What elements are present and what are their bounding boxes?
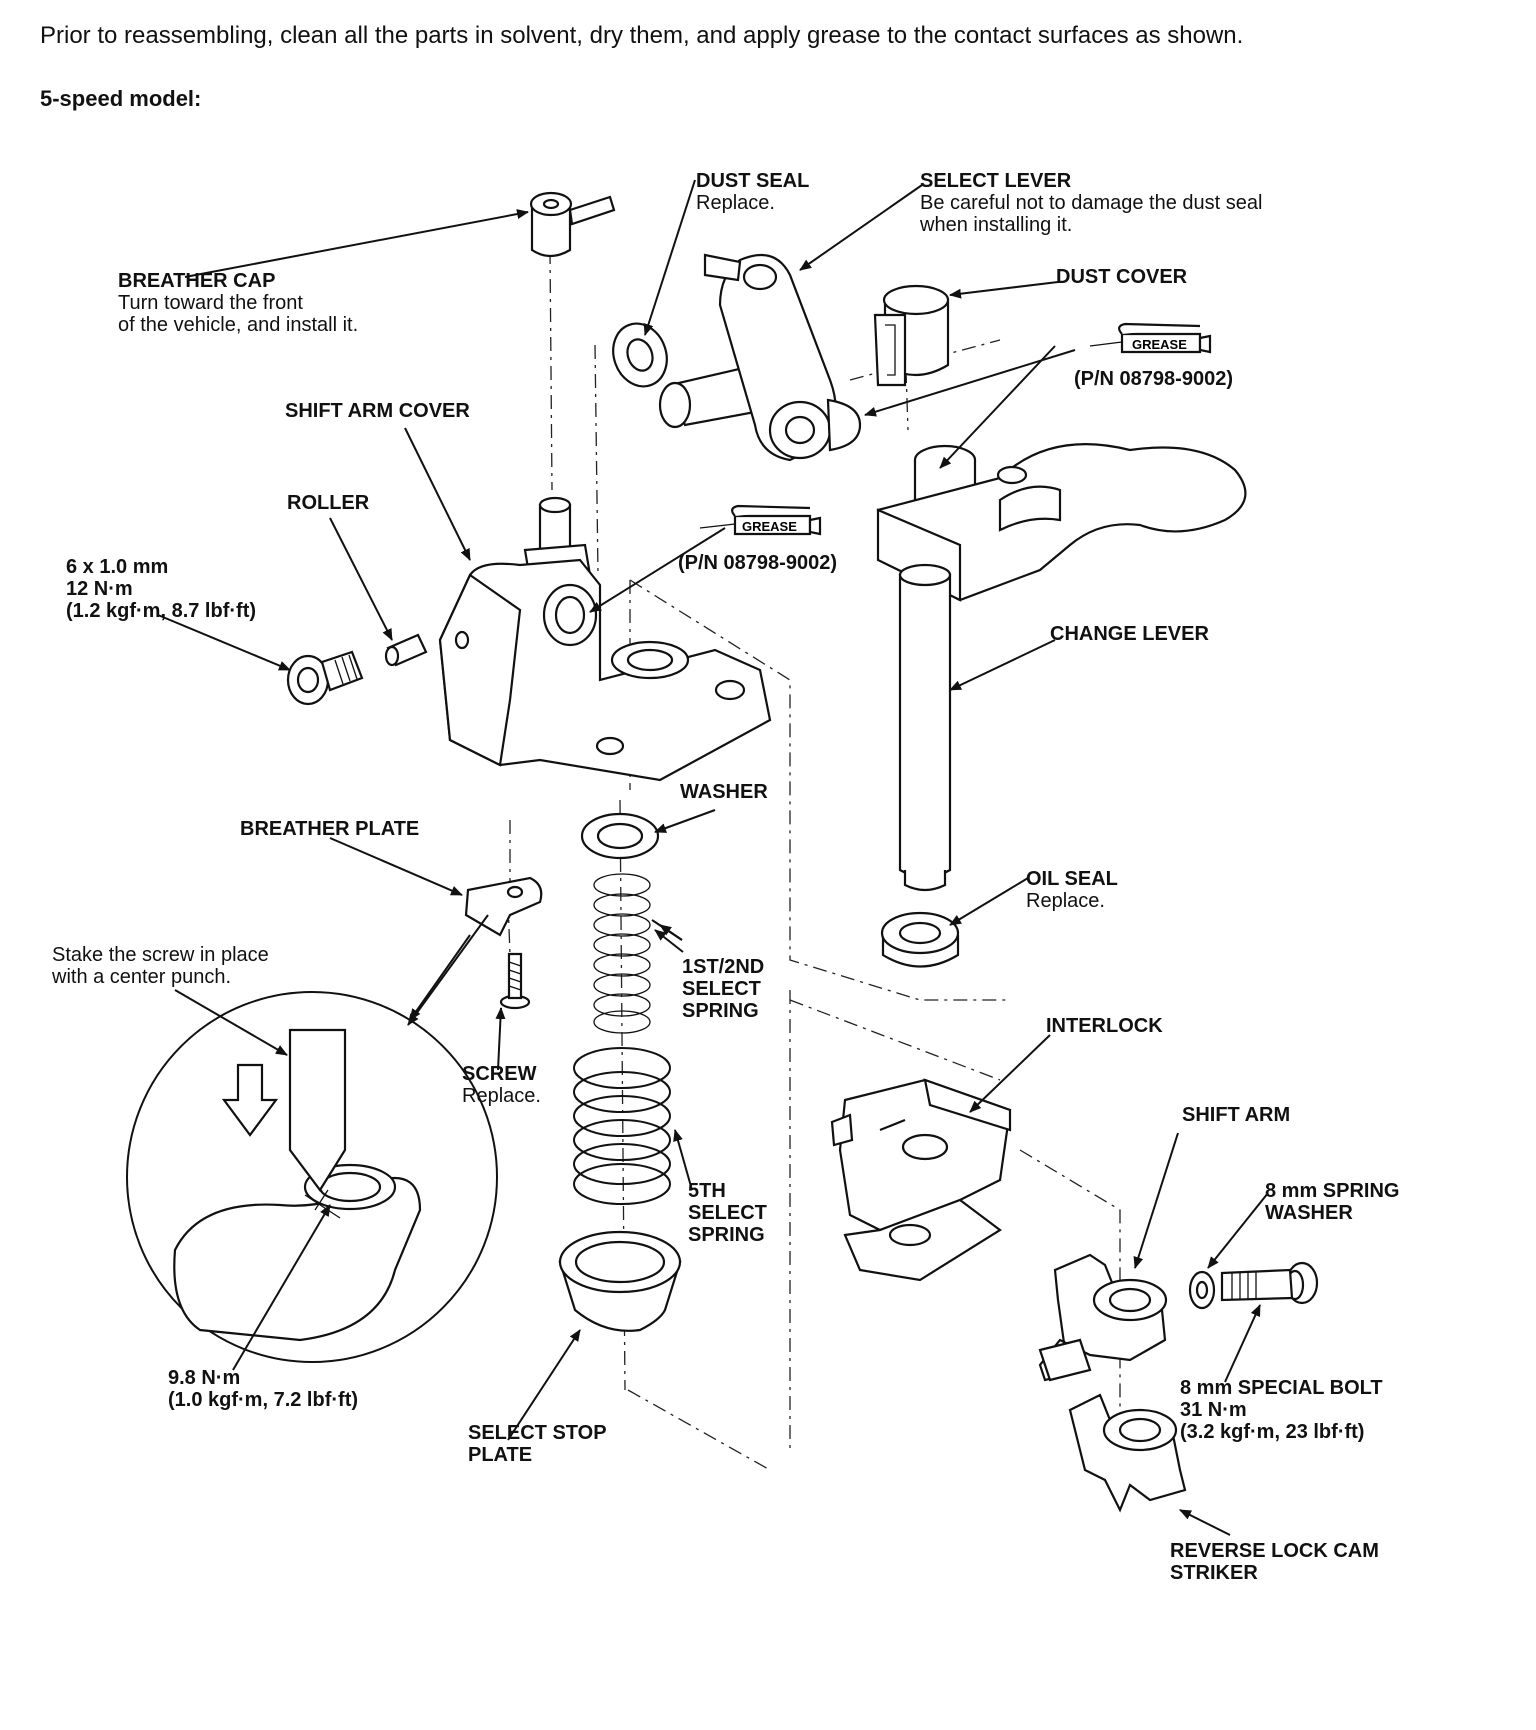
dust-seal-part [612, 322, 668, 388]
label-dust-seal: DUST SEAL Replace. [696, 170, 809, 214]
label-shift-arm: SHIFT ARM [1182, 1104, 1290, 1126]
shift-arm-cover-part [438, 496, 772, 782]
select-spring-12-line-1: 1ST/2ND [682, 956, 765, 978]
label-select-stop-plate: SELECT STOP PLATE [468, 1422, 607, 1466]
select-stop-plate-part [558, 1230, 682, 1332]
breather-cap-note-1: Turn toward the front [118, 292, 303, 314]
select-spring-12-line-3: SPRING [682, 1000, 759, 1022]
grease-tag-top: GREASE [1132, 337, 1187, 352]
oil-seal-part [880, 911, 960, 968]
label-change-lever: CHANGE LEVER [1050, 623, 1209, 645]
dust-cover-part [873, 284, 950, 387]
label-grease-mid: (P/N 08798-9002) [678, 552, 837, 574]
screw-title: SCREW [462, 1063, 537, 1085]
reverse-lock-line-2: STRIKER [1170, 1562, 1258, 1584]
select-spring-12-line-2: SELECT [682, 978, 761, 1000]
interlock-title: INTERLOCK [1046, 1015, 1163, 1037]
select-stop-plate-line-1: SELECT STOP [468, 1422, 607, 1444]
select-spring-12-part [593, 873, 651, 1034]
label-grease-top: (P/N 08798-9002) [1074, 368, 1233, 390]
shift-arm-cover-title: SHIFT ARM COVER [285, 400, 470, 422]
label-screw-torque: 9.8 N·m (1.0 kgf·m, 7.2 lbf·ft) [168, 1367, 358, 1411]
grease-top-part-no: (P/N 08798-9002) [1074, 368, 1233, 390]
washer-title: WASHER [680, 781, 768, 803]
reverse-lock-cam-striker-part [1068, 1393, 1187, 1513]
label-interlock: INTERLOCK [1046, 1015, 1163, 1037]
interlock-part [830, 1078, 1012, 1282]
dust-seal-title: DUST SEAL [696, 170, 810, 192]
screw-torque-value: 9.8 N·m [168, 1367, 241, 1389]
breather-cap-note-2: of the vehicle, and install it. [118, 314, 359, 336]
special-bolt-torque-alt: (3.2 kgf·m, 23 lbf·ft) [1180, 1421, 1365, 1443]
select-stop-plate-line-2: PLATE [468, 1444, 533, 1466]
breather-cap-part [529, 191, 616, 258]
special-bolt-title: 8 mm SPECIAL BOLT [1180, 1377, 1383, 1399]
grease-tube-top-icon [1089, 322, 1212, 354]
label-oil-seal: OIL SEAL Replace. [1026, 868, 1118, 912]
change-lever-part [876, 443, 1247, 892]
screw-note: Replace. [462, 1085, 541, 1107]
select-spring-5-line-3: SPRING [688, 1224, 765, 1246]
roller-part [384, 633, 428, 667]
select-lever-note-2: when installing it. [920, 214, 1073, 236]
label-shift-arm-cover: SHIFT ARM COVER [285, 400, 470, 422]
label-bolt-6mm: 6 x 1.0 mm 12 N·m (1.2 kgf·m, 8.7 lbf·ft… [66, 556, 256, 622]
special-bolt-part [1220, 1261, 1319, 1305]
label-roller: ROLLER [287, 492, 369, 514]
screw-part [499, 952, 531, 1010]
grease-tube-mid-icon [699, 504, 822, 536]
grease-tag-mid: GREASE [742, 519, 797, 534]
label-breather-plate: BREATHER PLATE [240, 818, 419, 840]
bolt-6mm-size: 6 x 1.0 mm [66, 556, 169, 578]
stake-note-line-1: Stake the screw in place [52, 944, 269, 966]
select-spring-5-line-2: SELECT [688, 1202, 767, 1224]
bolt-6mm-part [286, 650, 364, 706]
screw-torque-alt: (1.0 kgf·m, 7.2 lbf·ft) [168, 1389, 359, 1411]
breather-cap-title: BREATHER CAP [118, 270, 276, 292]
stake-note-line-2: with a center punch. [52, 966, 231, 988]
label-special-bolt: 8 mm SPECIAL BOLT 31 N·m (3.2 kgf·m, 23 … [1180, 1377, 1383, 1443]
spring-washer-line-1: 8 mm SPRING [1265, 1180, 1400, 1202]
washer-part [580, 812, 660, 860]
shift-arm-part [1038, 1253, 1168, 1382]
reverse-lock-line-1: REVERSE LOCK CAM [1170, 1540, 1379, 1562]
select-spring-5-line-1: 5TH [688, 1180, 726, 1202]
special-bolt-torque: 31 N·m [1180, 1399, 1247, 1421]
shift-arm-title: SHIFT ARM [1182, 1104, 1291, 1126]
select-spring-5-part [573, 1047, 671, 1205]
label-stake-note: Stake the screw in place with a center p… [52, 944, 269, 988]
model-heading: 5-speed model: [40, 86, 202, 111]
label-washer: WASHER [680, 781, 768, 803]
label-reverse-lock-cam-striker: REVERSE LOCK CAM STRIKER [1170, 1540, 1379, 1584]
select-lever-title: SELECT LEVER [920, 170, 1072, 192]
stake-detail-circle [126, 991, 498, 1363]
grease-mid-part-no: (P/N 08798-9002) [678, 552, 837, 574]
leader-lines [157, 179, 1269, 1536]
label-dust-cover: DUST COVER [1056, 266, 1187, 288]
label-select-spring-12: 1ST/2ND SELECT SPRING [682, 956, 764, 1022]
oil-seal-title: OIL SEAL [1026, 868, 1118, 890]
label-select-lever: SELECT LEVER Be careful not to damage th… [920, 170, 1262, 236]
label-select-spring-5: 5TH SELECT SPRING [688, 1180, 767, 1246]
label-spring-washer: 8 mm SPRING WASHER [1265, 1180, 1399, 1224]
oil-seal-note: Replace. [1026, 890, 1105, 912]
breather-plate-title: BREATHER PLATE [240, 818, 420, 840]
intro-text: Prior to reassembling, clean all the par… [40, 22, 1244, 49]
breather-plate-part [464, 876, 543, 937]
select-lever-part [658, 253, 862, 462]
dust-cover-title: DUST COVER [1056, 266, 1188, 288]
dust-seal-note: Replace. [696, 192, 775, 214]
bolt-6mm-torque-alt: (1.2 kgf·m, 8.7 lbf·ft) [66, 600, 257, 622]
roller-title: ROLLER [287, 492, 370, 514]
bolt-6mm-torque: 12 N·m [66, 578, 133, 600]
label-breather-cap: BREATHER CAP Turn toward the front of th… [118, 270, 358, 336]
label-screw: SCREW Replace. [462, 1063, 541, 1107]
select-lever-note-1: Be careful not to damage the dust seal [920, 192, 1263, 214]
spring-washer-line-2: WASHER [1265, 1202, 1353, 1224]
change-lever-title: CHANGE LEVER [1050, 623, 1209, 645]
spring-washer-part [1188, 1270, 1216, 1310]
